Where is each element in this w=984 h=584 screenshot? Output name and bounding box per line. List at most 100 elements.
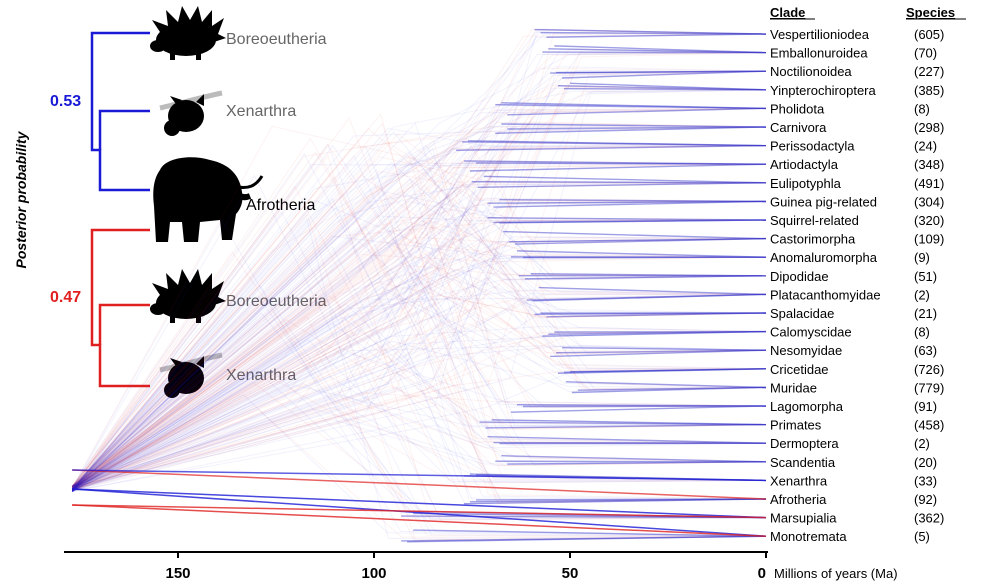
tip-branch: [550, 349, 767, 358]
tree-branch: [71, 219, 767, 537]
tree-branch: [71, 127, 767, 487]
tree-branch: [71, 289, 767, 487]
tree-branch: [71, 340, 767, 490]
tree-branch: [71, 161, 767, 490]
clade-name: Muridae: [770, 380, 817, 395]
tree-branch: [71, 143, 767, 492]
tree-branch: [71, 284, 767, 519]
tip-branch: [571, 386, 767, 394]
tip-branch: [463, 498, 767, 505]
tree-branch: [71, 175, 767, 491]
tree-branch: [71, 70, 767, 487]
tree-branch: [71, 145, 767, 490]
tree-branch: [71, 219, 767, 490]
tree-branch: [71, 177, 767, 489]
tree-branch: [72, 331, 767, 491]
tree-branch: [71, 184, 767, 491]
tree-branch: [71, 199, 767, 490]
tip-branch: [534, 28, 767, 35]
tip-branch: [487, 217, 767, 221]
clade-name: Calomyscidae: [770, 325, 852, 340]
tip-branch: [530, 273, 767, 277]
mammoth-silhouette-icon: [153, 157, 264, 242]
clade-species-count: (63): [914, 343, 937, 358]
basal-branch: [72, 504, 767, 519]
tree-branch: [71, 293, 767, 491]
tree-branch: [71, 107, 767, 493]
tree-branch: [71, 199, 767, 488]
tip-branch: [477, 182, 767, 188]
tree-branch: [72, 87, 767, 487]
tree-branch: [71, 33, 767, 493]
clade-species-count: (2): [914, 436, 930, 451]
tree-branch: [71, 89, 767, 490]
tree-branch: [72, 408, 767, 490]
time-axis-unit-label: Millions of years (Ma): [774, 566, 898, 581]
tree-branch: [71, 52, 767, 487]
clade-name: Monotremata: [770, 529, 847, 544]
clade-species-count: (298): [914, 120, 944, 135]
tree-branch: [71, 48, 767, 491]
tree-branch: [71, 122, 767, 491]
tree-branch: [71, 240, 767, 491]
tree-branch: [72, 52, 767, 489]
tip-branch: [522, 405, 767, 408]
tree-branch: [71, 209, 767, 487]
tip-branch: [546, 33, 767, 38]
tree-branch: [71, 170, 767, 488]
tree-branch: [71, 191, 767, 487]
tree-branch: [71, 211, 767, 519]
tree-branch: [71, 277, 767, 489]
tree-branch: [72, 238, 767, 490]
tip-branch: [556, 70, 767, 74]
tip-branch: [548, 330, 767, 335]
probability-blue: 0.53: [50, 93, 81, 110]
tip-branch: [471, 181, 767, 184]
tree-branch: [71, 200, 767, 490]
blue-tree-samples: [71, 28, 767, 543]
tree-branch: [71, 219, 767, 493]
tree-branch: [71, 286, 767, 489]
tree-branch: [72, 385, 767, 491]
tree-branch: [72, 89, 767, 492]
tree-branch: [71, 144, 767, 487]
tree-branch: [71, 369, 767, 519]
tip-branch: [563, 368, 767, 373]
clade-species-count: (779): [914, 380, 944, 395]
tree-branch: [71, 326, 767, 493]
clade-name: Xenarthra: [770, 473, 828, 488]
tree-branch: [71, 144, 767, 492]
basal-branch: [72, 469, 767, 500]
tree-branch: [71, 316, 767, 541]
sloth-silhouette-icon: [159, 90, 223, 136]
tree-branch: [71, 113, 767, 500]
tree-branch: [71, 137, 767, 491]
tree-branch: [71, 160, 767, 491]
tree-branch: [71, 70, 767, 493]
tree-branch: [71, 254, 767, 491]
tip-branch: [501, 455, 767, 463]
tree-branch: [71, 49, 767, 489]
tree-branch: [71, 161, 767, 487]
tree-branch: [72, 368, 767, 493]
tree-branch: [71, 208, 767, 492]
tree-branch: [71, 89, 767, 489]
tree-branch: [71, 316, 767, 487]
clade-species-count: (5): [914, 529, 930, 544]
tree-branch: [71, 107, 767, 491]
clade-species-count: (362): [914, 511, 944, 526]
tree-branch: [71, 345, 767, 493]
tree-branch: [71, 331, 767, 490]
clade-name: Noctilionoidea: [770, 64, 852, 79]
tree-branch: [71, 51, 767, 493]
clade-species-count: (348): [914, 157, 944, 172]
tree-branch: [72, 145, 767, 487]
tip-branch: [507, 107, 767, 116]
tip-branch: [491, 419, 767, 426]
tree-branch: [71, 322, 767, 487]
tree-branch: [71, 126, 767, 493]
tree-branch: [71, 236, 767, 487]
taxon-label-xenarthra-red: Xenarthra: [226, 367, 296, 384]
tree-branch: [71, 330, 767, 491]
